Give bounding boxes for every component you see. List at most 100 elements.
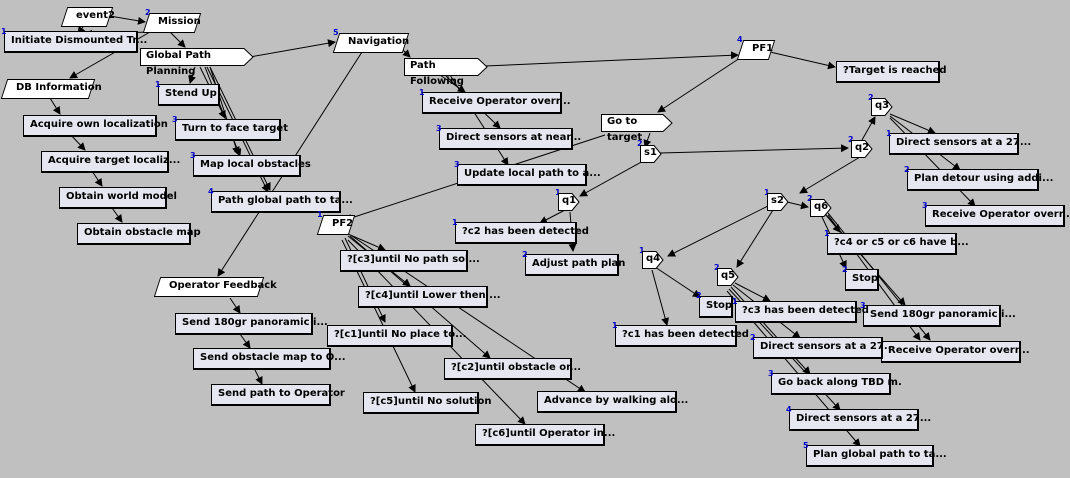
receive-op-2-order: 3	[922, 201, 928, 210]
q5-node[interactable]: q5	[717, 268, 739, 286]
q3-node[interactable]: q3	[871, 98, 893, 116]
acquire-target-node[interactable]: Acquire target localiz...	[41, 151, 180, 173]
q2-node[interactable]: q2	[851, 140, 873, 158]
target-reached-node[interactable]: ?Target is reached	[836, 61, 947, 83]
c3-no-path-node[interactable]: ?[c3]until No path sol...	[340, 250, 480, 272]
c1-no-place-node[interactable]: ?[c1]until No place to...	[327, 325, 466, 347]
receive-op-1-label: Receive Operator overr...	[429, 96, 571, 107]
go-to-target-node[interactable]: Go to target	[601, 114, 673, 143]
receive-op-2-node[interactable]: Receive Operator overr...	[925, 205, 1070, 227]
stend-up-node[interactable]: Stend Up	[158, 84, 220, 106]
acquire-own-node[interactable]: Acquire own localization	[23, 115, 168, 137]
direct-near-node[interactable]: Direct sensors at near...	[439, 128, 581, 150]
stop-1-order: 2	[842, 265, 848, 274]
path-following-node[interactable]: Path Following	[404, 58, 488, 87]
c3-detected-node[interactable]: ?c3 has been detected	[735, 301, 869, 323]
go-back-order: 3	[768, 369, 774, 378]
map-local-label: Map local obstacles	[200, 159, 311, 170]
c4c5c6-node[interactable]: ?c4 or c5 or c6 have b...	[827, 233, 969, 255]
obtain-obstacle-node[interactable]: Obtain obstacle map	[77, 223, 201, 245]
c2-detected-node[interactable]: ?c2 has been detected	[455, 222, 589, 244]
c4-lower-node[interactable]: ?[c4]until Lower then ...	[358, 286, 501, 308]
event2-node[interactable]: event2	[60, 7, 115, 27]
stend-up-label: Stend Up	[165, 88, 217, 99]
db-information-node[interactable]: DB Information	[0, 79, 102, 99]
update-local-node[interactable]: Update local path to a...	[457, 164, 601, 186]
plan-detour-label: Plan detour using addi...	[914, 173, 1054, 184]
c2-detected-label: ?c2 has been detected	[462, 226, 589, 237]
s2-node[interactable]: s2	[767, 193, 789, 211]
q6-order: 2	[807, 194, 813, 203]
navigation-node[interactable]: Navigation	[332, 33, 410, 53]
direct-near-label: Direct sensors at near...	[446, 132, 582, 143]
send-180-2-node[interactable]: Send 180gr panoramic i...	[863, 305, 1016, 327]
q1-node[interactable]: q1	[558, 193, 580, 211]
db-information-label: DB Information	[16, 82, 102, 93]
c1-detected-order: 1	[612, 321, 618, 330]
c1-detected-node[interactable]: ?c1 has been detected	[615, 325, 749, 347]
c3-no-path-label: ?[c3]until No path sol...	[347, 254, 480, 265]
path-global-node[interactable]: Path global path to ta...	[211, 191, 353, 213]
pf2-node[interactable]: PF2	[316, 215, 356, 235]
operator-feedback-node[interactable]: Operator Feedback	[153, 277, 277, 297]
plan-global-order: 5	[803, 441, 809, 450]
send-180-1-node[interactable]: Send 180gr panoramic i...	[175, 313, 328, 335]
initiate-node[interactable]: Initiate Dismounted Tr...	[4, 31, 147, 53]
advance-walking-node[interactable]: Advance by walking alo...	[537, 391, 688, 413]
s2-order: 1	[764, 188, 770, 197]
c2-detected-order: 1	[452, 218, 458, 227]
map-local-node[interactable]: Map local obstacles	[193, 155, 311, 177]
c6-operator-node[interactable]: ?[c6]until Operator in...	[475, 424, 615, 446]
adjust-path-node[interactable]: Adjust path plan	[525, 254, 625, 276]
s1-order: 2	[637, 139, 643, 148]
receive-op-1-order: 1	[419, 88, 425, 97]
plan-detour-node[interactable]: Plan detour using addi...	[907, 169, 1053, 191]
stop-2-node[interactable]: Stop	[699, 296, 733, 318]
stop-2-order: 2	[696, 291, 702, 300]
q6-node[interactable]: q6	[810, 199, 832, 217]
s1-node[interactable]: s1	[640, 145, 662, 163]
update-local-label: Update local path to a...	[464, 168, 601, 179]
acquire-target-label: Acquire target localiz...	[48, 155, 181, 166]
send-180-2-order: 3	[860, 302, 866, 310]
path-global-label: Path global path to ta...	[218, 195, 353, 206]
send-obstacle-node[interactable]: Send obstacle map to O...	[193, 348, 346, 370]
mission-order: 2	[145, 8, 151, 17]
plan-detour-order: 2	[904, 165, 910, 174]
receive-op-3-node[interactable]: Receive Operator overr...	[881, 341, 1030, 363]
go-back-node[interactable]: Go back along TBD m.	[771, 373, 902, 395]
receive-op-1-node[interactable]: Receive Operator overr...	[422, 92, 571, 114]
turn-face-node[interactable]: Turn to face target	[175, 119, 288, 141]
pf1-node[interactable]: PF1	[736, 40, 776, 60]
stop-1-node[interactable]: Stop	[845, 269, 879, 291]
pf2-label: PF2	[332, 218, 354, 229]
c5-no-solution-label: ?[c5]until No solution	[370, 396, 492, 407]
acquire-own-label: Acquire own localization	[30, 119, 168, 130]
pf1-order: 4	[737, 35, 743, 44]
stend-up-order: 1	[155, 80, 161, 89]
q4-order: 1	[639, 246, 645, 255]
plan-global-node[interactable]: Plan global path to ta...	[806, 445, 947, 467]
direct-27-3-node[interactable]: Direct sensors at a 27...	[789, 409, 931, 431]
turn-face-label: Turn to face target	[182, 123, 288, 134]
direct-27-2-order: 2	[750, 333, 756, 342]
stop-1-label: Stop	[852, 273, 879, 284]
path-following-label: Path Following	[410, 60, 464, 87]
direct-27-2-node[interactable]: Direct sensors at a 27...	[753, 337, 895, 359]
q5-order: 2	[714, 263, 720, 272]
direct-27-1-node[interactable]: Direct sensors at a 27...	[889, 133, 1031, 155]
c2-obstacle-node[interactable]: ?[c2]until obstacle or...	[444, 358, 581, 380]
obtain-world-node[interactable]: Obtain world model	[59, 187, 177, 209]
send-path-label: Send path to Operator	[218, 388, 345, 399]
c1-detected-label: ?c1 has been detected	[622, 329, 749, 340]
send-path-node[interactable]: Send path to Operator	[211, 384, 345, 406]
adjust-path-label: Adjust path plan	[532, 258, 626, 269]
mission-node[interactable]: Mission	[142, 13, 202, 33]
q4-node[interactable]: q4	[642, 251, 664, 269]
global-path-planning-node[interactable]: Global Path Planning	[140, 48, 254, 77]
c1-no-place-label: ?[c1]until No place to...	[334, 329, 467, 340]
c4-lower-label: ?[c4]until Lower then ...	[365, 290, 501, 301]
c2-obstacle-label: ?[c2]until obstacle or...	[451, 362, 582, 373]
c4c5c6-order: 1	[824, 229, 830, 238]
c5-no-solution-node[interactable]: ?[c5]until No solution	[363, 392, 491, 414]
